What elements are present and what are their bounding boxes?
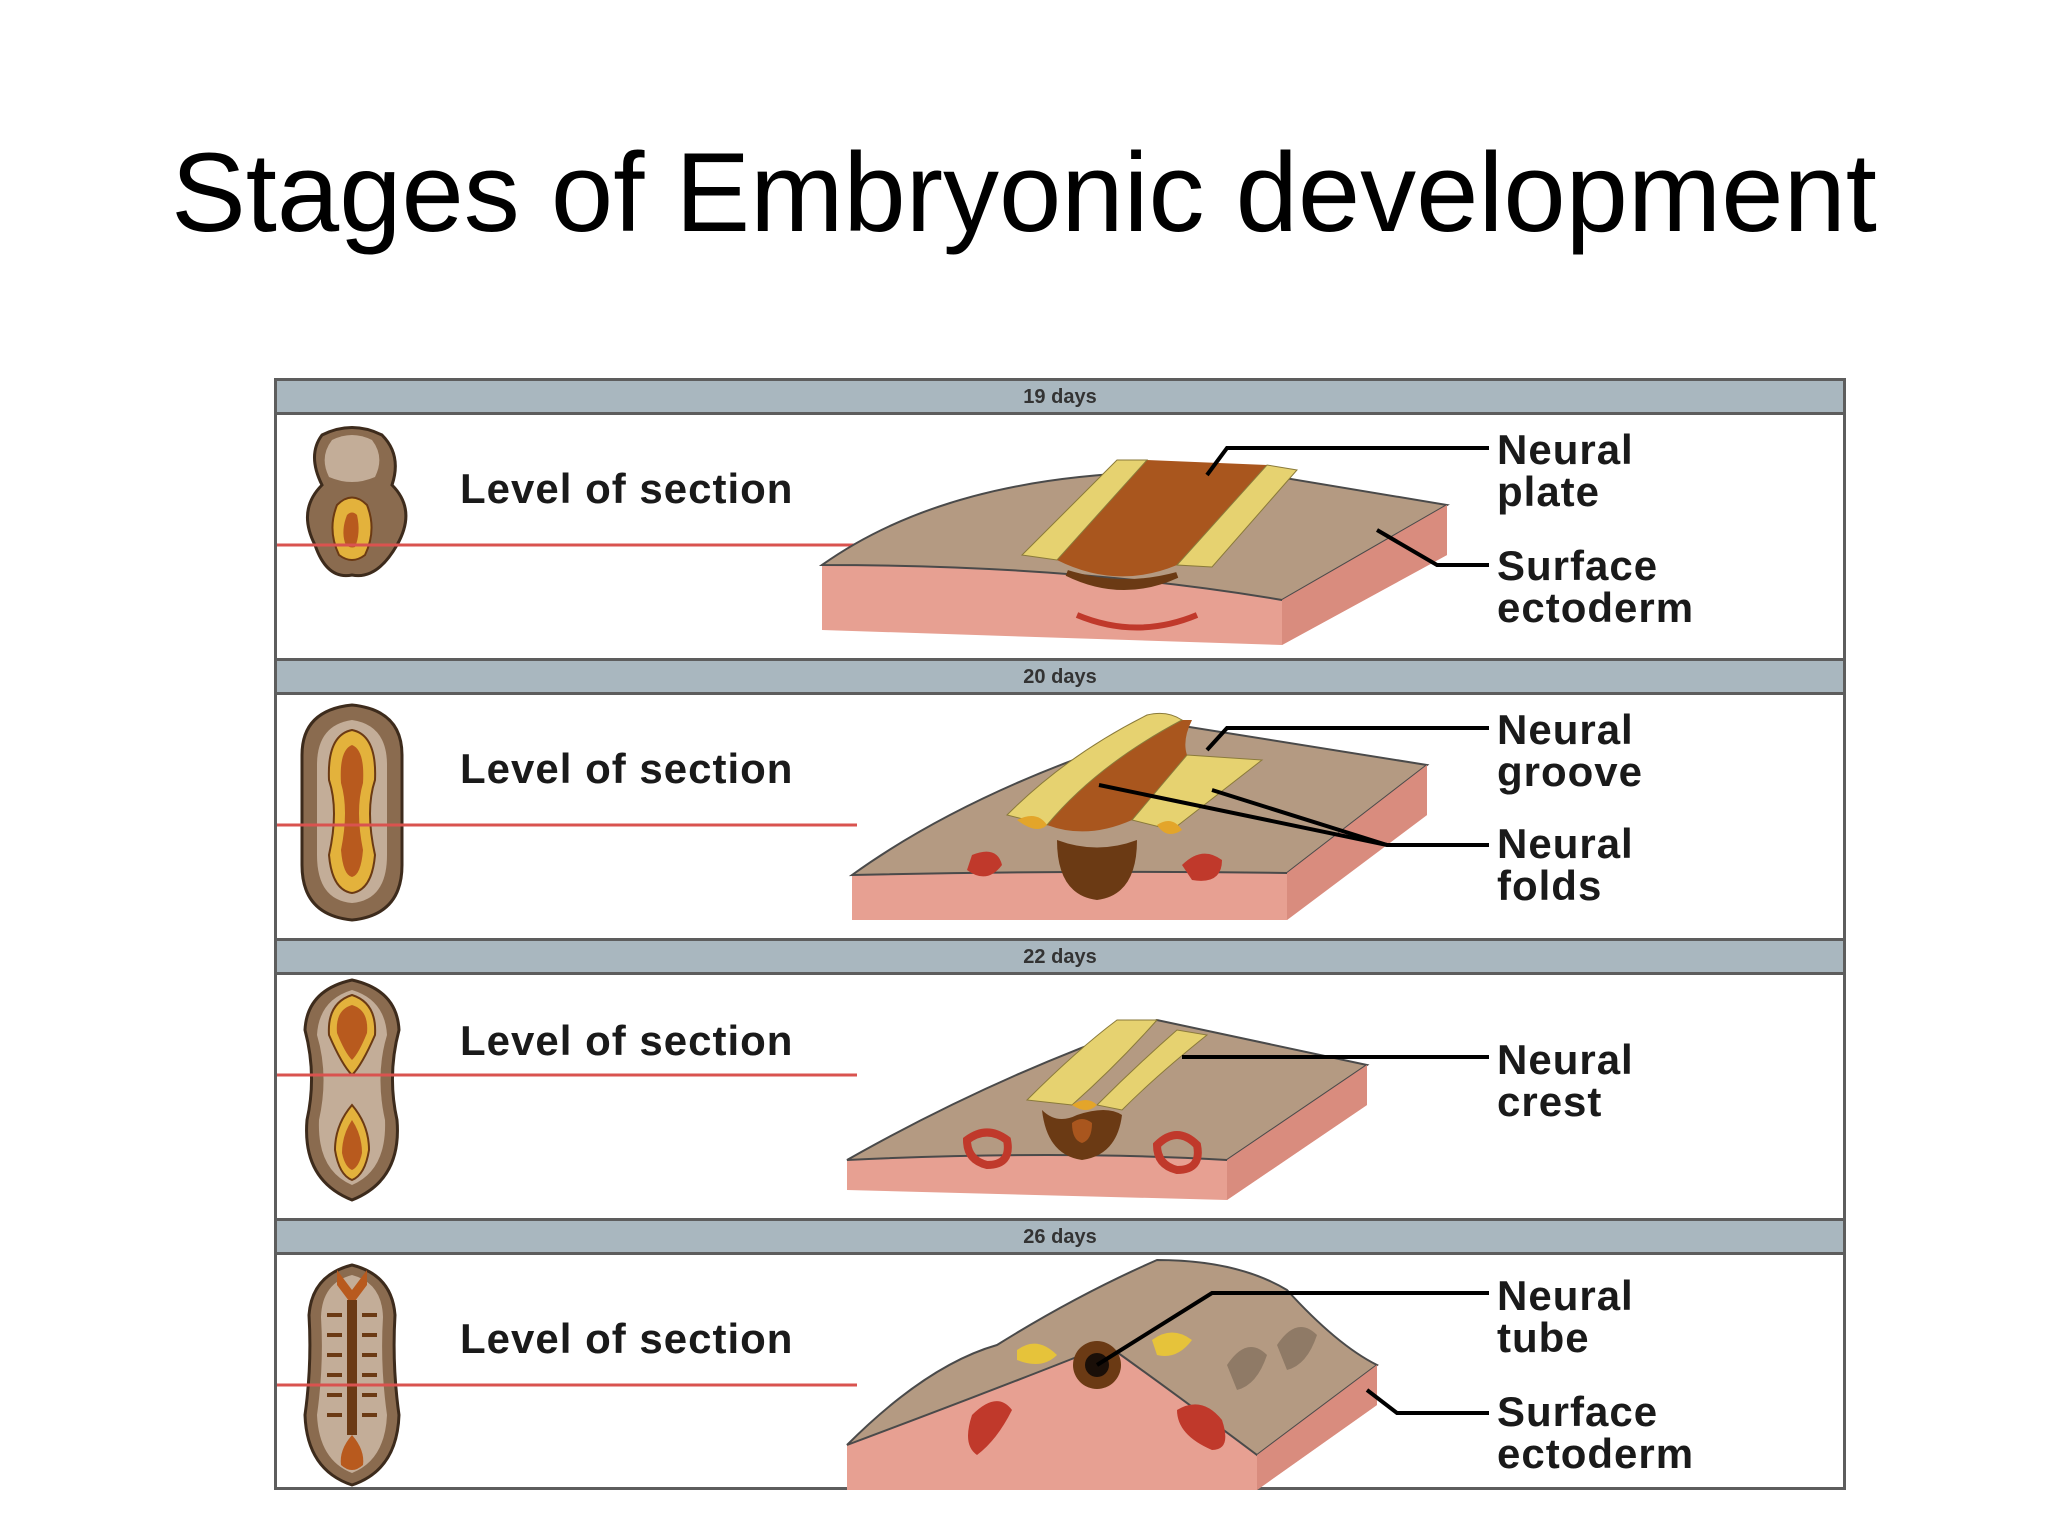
panel-body: Level of section Neural tube Surface ect… <box>277 1255 1843 1498</box>
embryo-dorsal-view-icon <box>305 426 408 578</box>
stage-illustration-20-days <box>277 703 1489 922</box>
level-of-section-label: Level of section <box>460 1017 794 1064</box>
embryo-dorsal-view-icon <box>303 1263 401 1487</box>
embryo-dorsal-view-icon <box>303 978 401 1202</box>
panel-body: Level of section Neural crest <box>277 975 1843 1218</box>
day-label: 20 days <box>277 661 1843 695</box>
callout-surface-ectoderm: Surface ectoderm <box>1497 542 1695 631</box>
cross-section-26-days-icon <box>846 1258 1379 1490</box>
panel-divider <box>277 658 1843 661</box>
stage-illustration-26-days <box>277 1258 1489 1490</box>
level-of-section-label: Level of section <box>460 745 794 792</box>
slide-title: Stages of Embryonic development <box>171 130 1877 255</box>
callout-neural-plate: Neural plate <box>1497 426 1634 515</box>
embryo-dorsal-view-icon <box>300 703 404 922</box>
panel-body: Level of section Neural plate Surface ec… <box>277 415 1843 658</box>
stage-panel-26-days: 26 days <box>277 1221 1843 1498</box>
callout-neural-tube: Neural tube <box>1497 1272 1634 1361</box>
callout-neural-groove: Neural groove <box>1497 706 1644 795</box>
callout-neural-crest: Neural crest <box>1497 1036 1634 1125</box>
stage-panel-20-days: 20 days <box>277 661 1843 938</box>
embryo-stages-figure: 19 days <box>274 378 1846 1490</box>
stage-panel-22-days: 22 days <box>277 941 1843 1218</box>
cross-section-19-days-icon <box>818 459 1450 645</box>
cross-section-20-days-icon <box>848 712 1430 920</box>
day-label: 26 days <box>277 1221 1843 1255</box>
level-of-section-label: Level of section <box>460 465 794 512</box>
callout-surface-ectoderm: Surface ectoderm <box>1497 1388 1695 1477</box>
cross-section-22-days-icon <box>846 1018 1370 1200</box>
stage-illustration-19-days <box>277 426 1489 645</box>
callout-neural-folds: Neural folds <box>1497 820 1634 909</box>
stage-illustration-22-days <box>277 978 1489 1202</box>
panel-divider <box>277 1218 1843 1221</box>
day-label: 22 days <box>277 941 1843 975</box>
panel-divider <box>277 938 1843 941</box>
day-label: 19 days <box>277 381 1843 415</box>
level-of-section-label: Level of section <box>460 1315 794 1362</box>
panel-body: Level of section Neural groove Neural fo… <box>277 695 1843 938</box>
stage-panel-19-days: 19 days <box>277 381 1843 658</box>
